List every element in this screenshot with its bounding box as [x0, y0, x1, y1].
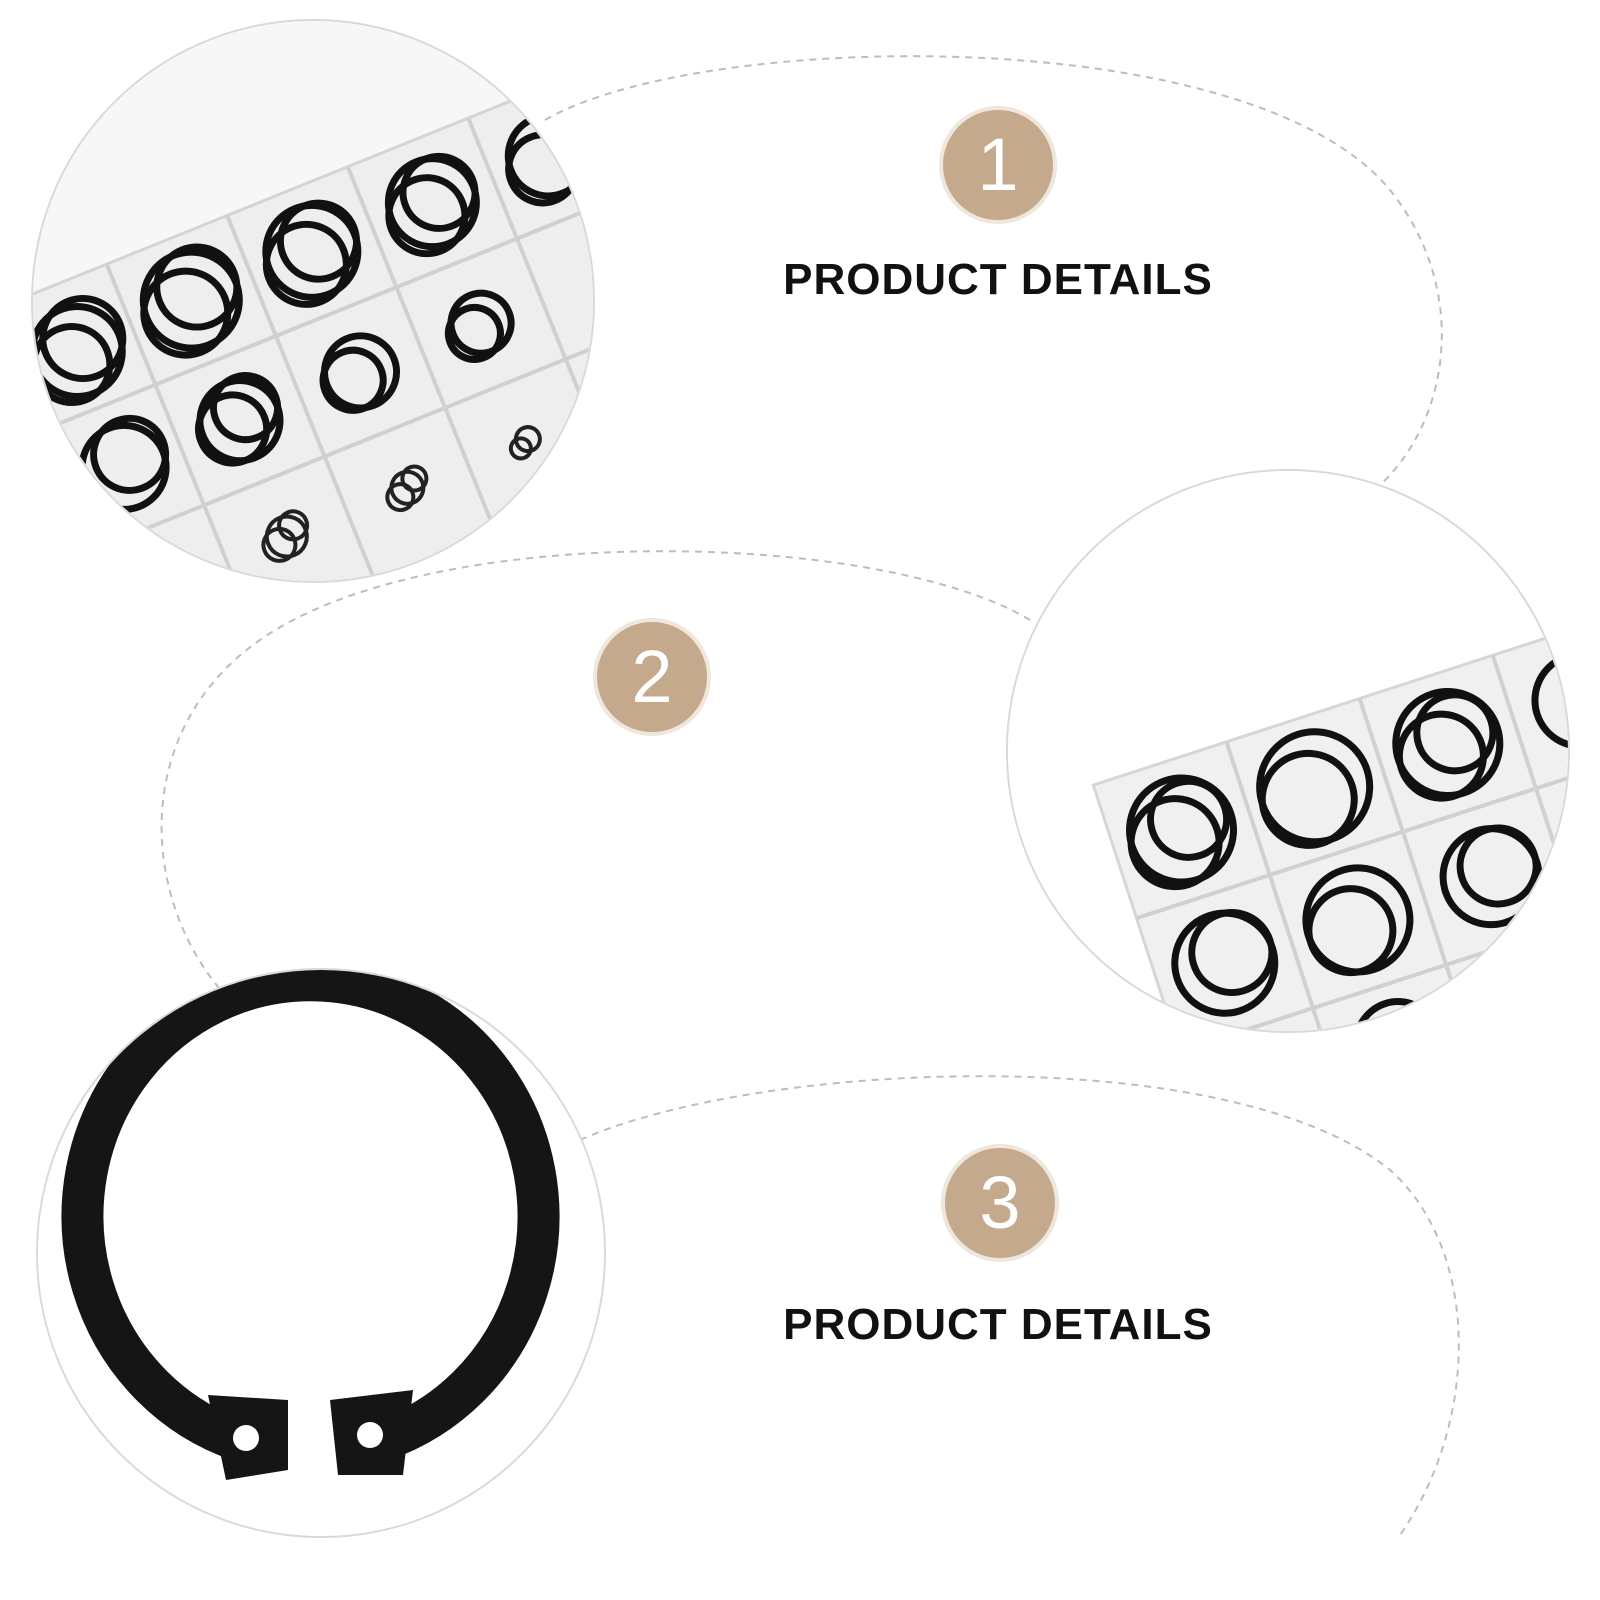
product-photo-single-circlip [36, 968, 606, 1538]
circlip-closeup-illustration [1008, 471, 1568, 1031]
product-photo-box-closeup [1006, 469, 1570, 1033]
step-number-2: 2 [631, 635, 673, 718]
step-badge-3: 3 [945, 1148, 1055, 1258]
dashed-curve-1 [544, 55, 1443, 486]
circlip-box-illustration [33, 21, 593, 581]
circlip-lug-left-hole [233, 1425, 259, 1451]
section-heading-1: PRODUCT DETAILS [783, 255, 1213, 304]
product-photo-assortment-box [31, 19, 595, 583]
circlip-lug-right-hole [357, 1422, 383, 1448]
step-number-3: 3 [979, 1161, 1021, 1244]
step-badge-1: 1 [943, 110, 1053, 220]
single-circlip-illustration [38, 970, 604, 1536]
section-heading-3: PRODUCT DETAILS [783, 1300, 1213, 1349]
circlip-ring [61, 970, 560, 1460]
step-number-1: 1 [977, 123, 1019, 206]
dashed-curve-2 [160, 550, 1031, 996]
dashed-curve-3 [579, 1075, 1460, 1536]
step-badge-2: 2 [597, 622, 707, 732]
